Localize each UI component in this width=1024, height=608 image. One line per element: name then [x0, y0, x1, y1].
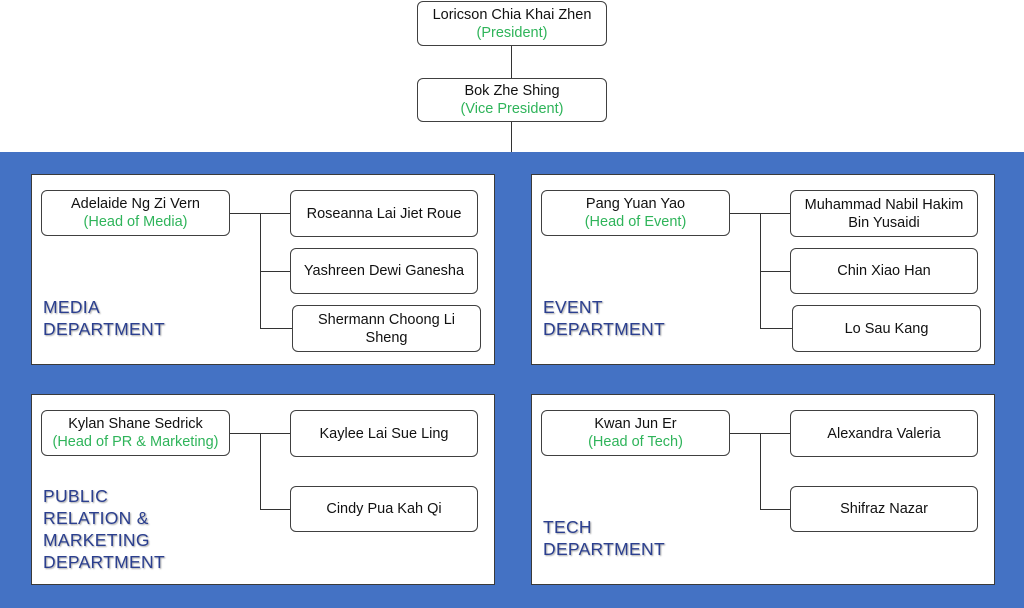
event-head-name: Pang Yuan Yao	[585, 196, 686, 212]
event-member-node: Muhammad Nabil Hakim Bin Yusaidi	[790, 190, 978, 237]
connector-line	[260, 213, 261, 328]
pr-head-name: Kylan Shane Sedrick	[68, 416, 203, 432]
vice-president-role: (Vice President)	[460, 101, 564, 117]
media-member-node: Roseanna Lai Jiet Roue	[290, 190, 478, 237]
media-member-node: Yashreen Dewi Ganesha	[290, 248, 478, 294]
connector-line	[760, 328, 792, 329]
tech-head-node: Kwan Jun Er (Head of Tech)	[541, 410, 730, 456]
pr-department-title: PUBLIC RELATION & MARKETING DEPARTMENT	[43, 486, 165, 572]
media-member-node: Shermann Choong Li Sheng	[292, 305, 481, 352]
media-head-node: Adelaide Ng Zi Vern (Head of Media)	[41, 190, 230, 236]
pr-member-node: Cindy Pua Kah Qi	[290, 486, 478, 532]
tech-head-role: (Head of Tech)	[588, 434, 683, 450]
media-head-name: Adelaide Ng Zi Vern	[71, 196, 200, 212]
event-member-node: Lo Sau Kang	[792, 305, 981, 352]
connector-line	[760, 213, 761, 328]
president-name: Loricson Chia Khai Zhen	[432, 6, 592, 23]
event-head-node: Pang Yuan Yao (Head of Event)	[541, 190, 730, 236]
connector-line	[511, 122, 512, 152]
tech-member-node: Alexandra Valeria	[790, 410, 978, 457]
connector-line	[760, 271, 790, 272]
connector-line	[260, 433, 261, 509]
vice-president-name: Bok Zhe Shing	[464, 83, 560, 99]
tech-head-name: Kwan Jun Er	[594, 416, 677, 432]
connector-line	[760, 433, 761, 509]
event-head-role: (Head of Event)	[584, 214, 687, 230]
connector-line	[760, 509, 790, 510]
connector-line	[260, 509, 290, 510]
event-member-node: Chin Xiao Han	[790, 248, 978, 294]
pr-member-node: Kaylee Lai Sue Ling	[290, 410, 478, 457]
president-role: (President)	[476, 24, 548, 41]
pr-head-role: (Head of PR & Marketing)	[52, 434, 219, 450]
connector-line	[260, 271, 290, 272]
connector-line	[511, 46, 512, 78]
tech-department-title: TECH DEPARTMENT	[543, 517, 665, 559]
connector-line	[260, 328, 292, 329]
event-department-title: EVENT DEPARTMENT	[543, 297, 665, 339]
media-head-role: (Head of Media)	[83, 214, 188, 230]
president-node: Loricson Chia Khai Zhen (President)	[417, 1, 607, 46]
vice-president-node: Bok Zhe Shing (Vice President)	[417, 78, 607, 122]
tech-member-node: Shifraz Nazar	[790, 486, 978, 532]
pr-head-node: Kylan Shane Sedrick (Head of PR & Market…	[41, 410, 230, 456]
media-department-title: MEDIA DEPARTMENT	[43, 297, 165, 339]
